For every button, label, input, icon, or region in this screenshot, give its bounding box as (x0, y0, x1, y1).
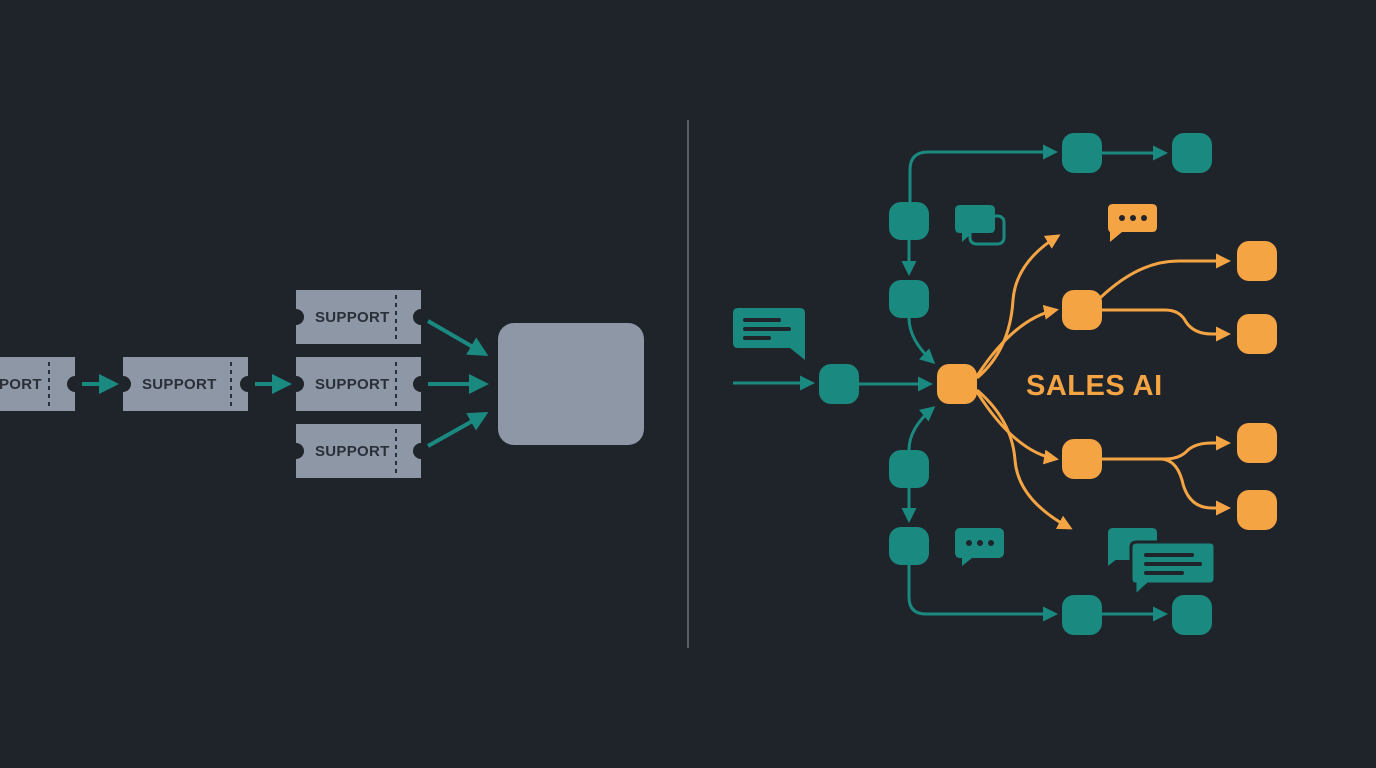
orange-node (1237, 241, 1277, 281)
ticket-label: SUPPORT (315, 309, 390, 326)
orange-node (1062, 439, 1102, 479)
flow-path (1098, 253, 1231, 300)
flow-path (1102, 457, 1231, 516)
flow-arrow (426, 319, 489, 357)
chat-typing-icon (1108, 204, 1157, 242)
teal-node (889, 280, 929, 318)
teal-node (819, 364, 859, 404)
flow-path (976, 388, 1073, 530)
support-queue-section: PORT SUPPORT SUPPORT SUPPORT SUPPORT (0, 290, 644, 478)
teal-node (1062, 133, 1102, 173)
support-ticket: SUPPORT (296, 290, 421, 344)
orange-node (1237, 314, 1277, 354)
teal-node (889, 450, 929, 488)
flow-path (1102, 435, 1231, 461)
teal-node (1172, 133, 1212, 173)
ticket-label: SUPPORT (315, 443, 390, 460)
flow-path (907, 406, 936, 451)
queue-box (498, 323, 644, 445)
ticket-label: SUPPORT (142, 376, 217, 393)
orange-node (1237, 423, 1277, 463)
orange-node (1062, 290, 1102, 330)
ticket-label: SUPPORT (315, 376, 390, 393)
flow-path (907, 565, 1058, 622)
flow-path (1102, 308, 1231, 342)
flow-path (975, 304, 1059, 377)
sales-ai-label: SALES AI (1026, 370, 1163, 402)
message-icon (733, 308, 805, 360)
ticket-label: PORT (0, 376, 42, 393)
orange-node (1237, 490, 1277, 530)
chat-message-stack-icon (1108, 528, 1217, 600)
sales-ai-hub-node (937, 364, 977, 404)
teal-node (889, 202, 929, 240)
flow-path (975, 391, 1059, 465)
flow-path (907, 317, 936, 365)
support-ticket: SUPPORT (123, 357, 248, 411)
flow-path (976, 234, 1061, 380)
teal-node (1062, 595, 1102, 635)
flow-path (908, 144, 1058, 203)
teal-node (1172, 595, 1212, 635)
flow-arrow (427, 412, 489, 448)
chat-typing-icon (955, 528, 1004, 566)
chat-double-icon (955, 205, 1006, 246)
support-ticket: PORT (0, 357, 75, 411)
teal-node (889, 527, 929, 565)
support-ticket: SUPPORT (296, 424, 421, 478)
ai-routing-section: SALES AI (733, 133, 1277, 635)
support-ticket: SUPPORT (296, 357, 421, 411)
